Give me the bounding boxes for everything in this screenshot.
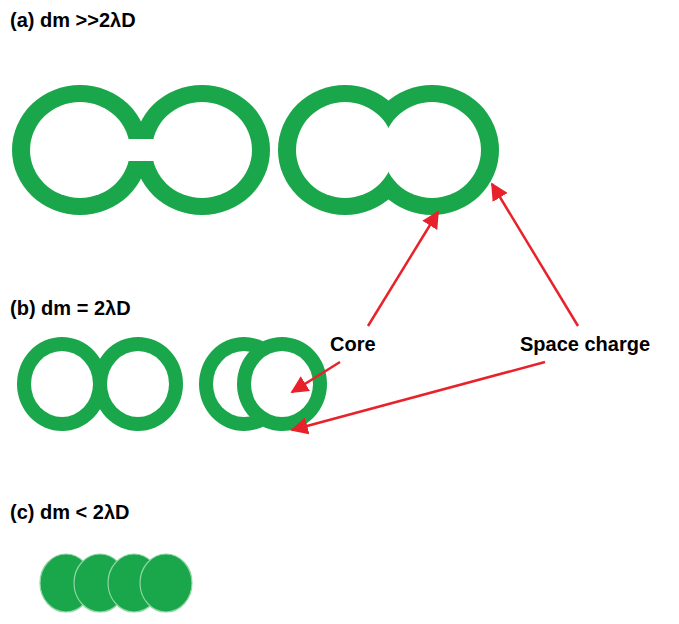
callout-label: Core — [330, 332, 376, 356]
case-label: (a) dm >>2λD — [10, 8, 136, 32]
particle-chain-c — [40, 554, 192, 612]
particle-chain-b — [17, 337, 327, 431]
leader-arrows — [292, 184, 578, 430]
particle-chain-a — [12, 85, 499, 215]
case-label: (c) dm < 2λD — [10, 500, 129, 524]
case-label: (b) dm = 2λD — [10, 296, 131, 320]
callout-label: Space charge — [520, 332, 650, 356]
